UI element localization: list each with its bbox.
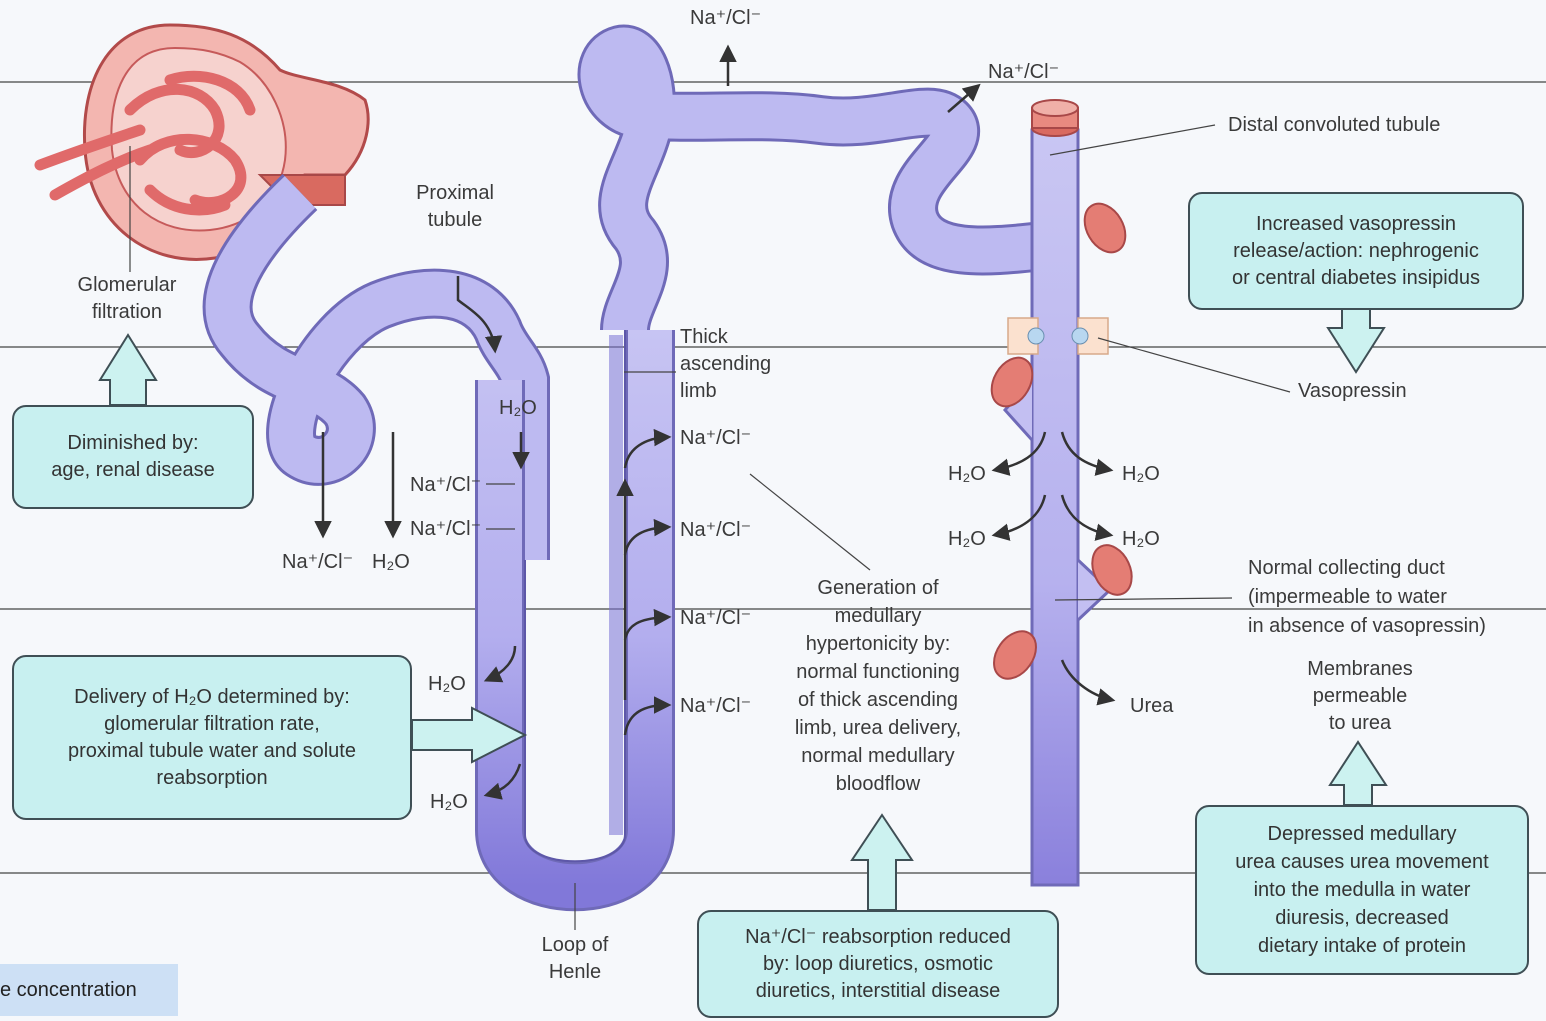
h2o-label: H₂O xyxy=(948,528,986,550)
box-line: or central diabetes insipidus xyxy=(1232,265,1480,292)
proximal-tubule-label: Proximal tubule xyxy=(395,180,515,234)
box-line: urea causes urea movement xyxy=(1235,848,1488,876)
h2o-label: H₂O xyxy=(430,791,468,813)
label-line: limb, urea delivery, xyxy=(768,714,988,742)
box-line: age, renal disease xyxy=(51,457,214,484)
label-line: Membranes xyxy=(1280,656,1440,683)
label-line: medullary xyxy=(768,602,988,630)
box-line: diuresis, decreased xyxy=(1275,904,1448,932)
label-line: of thick ascending xyxy=(768,686,988,714)
generation-label: Generation of medullary hypertonicity by… xyxy=(768,574,988,798)
distal-convoluted-tubule-label: Distal convoluted tubule xyxy=(1228,112,1440,139)
label-line: bloodflow xyxy=(768,770,988,798)
label-line: tubule xyxy=(395,207,515,234)
label-line: in absence of vasopressin) xyxy=(1248,612,1486,641)
loop-of-henle-label: Loop of Henle xyxy=(515,932,635,986)
nacl-label: Na⁺/Cl⁻ xyxy=(680,607,751,629)
glomerulus xyxy=(40,25,368,259)
h2o-label: H₂O xyxy=(372,551,410,573)
h2o-label: H₂O xyxy=(428,673,466,695)
box-line: dietary intake of protein xyxy=(1258,932,1466,960)
label-line: filtration xyxy=(56,299,198,326)
nacl-reduced-box: Na⁺/Cl⁻ reabsorption reduced by: loop di… xyxy=(697,910,1059,1018)
increased-vasopressin-box: Increased vasopressin release/action: ne… xyxy=(1188,192,1524,310)
box-line: into the medulla in water xyxy=(1254,876,1471,904)
depressed-urea-box: Depressed medullary urea causes urea mov… xyxy=(1195,805,1529,975)
label-line: normal medullary xyxy=(768,742,988,770)
label-line: limb xyxy=(680,378,771,405)
label-line: ascending xyxy=(680,351,771,378)
label-line: permeable xyxy=(1280,683,1440,710)
diminished-box: Diminished by: age, renal disease xyxy=(12,405,254,509)
label-line: hypertonicity by: xyxy=(768,630,988,658)
nacl-label: Na⁺/Cl⁻ xyxy=(690,7,761,29)
figure-caption: e concentration xyxy=(0,964,178,1016)
thick-ascending-limb-label: Thick ascending limb xyxy=(680,324,771,405)
nacl-label: Na⁺/Cl⁻ xyxy=(680,519,751,541)
box-line: Depressed medullary xyxy=(1268,820,1457,848)
box-line: Na⁺/Cl⁻ reabsorption reduced xyxy=(745,924,1011,951)
nacl-label: Na⁺/Cl⁻ xyxy=(410,474,481,496)
label-line: Generation of xyxy=(768,574,988,602)
membranes-permeable-label: Membranes permeable to urea xyxy=(1280,656,1440,737)
label-line: Glomerular xyxy=(56,272,198,299)
nacl-label: Na⁺/Cl⁻ xyxy=(410,518,481,540)
normal-collecting-duct-label: Normal collecting duct (impermeable to w… xyxy=(1248,554,1486,641)
h2o-label: H₂O xyxy=(499,397,537,419)
box-line: proximal tubule water and solute xyxy=(68,738,356,765)
box-line: Increased vasopressin xyxy=(1256,211,1456,238)
label-line: Thick xyxy=(680,324,771,351)
box-line: Diminished by: xyxy=(67,430,198,457)
box-line: diuretics, interstitial disease xyxy=(756,978,1001,1005)
box-line: reabsorption xyxy=(156,765,267,792)
h2o-label: H₂O xyxy=(1122,528,1160,550)
nacl-label: Na⁺/Cl⁻ xyxy=(282,551,353,573)
label-line: (impermeable to water xyxy=(1248,583,1486,612)
label-line: Loop of xyxy=(515,932,635,959)
nacl-label: Na⁺/Cl⁻ xyxy=(988,61,1059,83)
nacl-label: Na⁺/Cl⁻ xyxy=(680,695,751,717)
label-line: Proximal xyxy=(395,180,515,207)
label-line: Henle xyxy=(515,959,635,986)
box-line: Delivery of H₂O determined by: xyxy=(74,684,350,711)
h2o-label: H₂O xyxy=(948,463,986,485)
box-line: glomerular filtration rate, xyxy=(104,711,320,738)
urea-label: Urea xyxy=(1130,695,1174,717)
label-line: normal functioning xyxy=(768,658,988,686)
glomerular-filtration-label: Glomerular filtration xyxy=(56,272,198,326)
h2o-label: H₂O xyxy=(1122,463,1160,485)
label-line: Normal collecting duct xyxy=(1248,554,1486,583)
vasopressin-label: Vasopressin xyxy=(1298,378,1407,405)
box-line: release/action: nephrogenic xyxy=(1233,238,1479,265)
nacl-label: Na⁺/Cl⁻ xyxy=(680,427,751,449)
box-line: by: loop diuretics, osmotic xyxy=(763,951,993,978)
delivery-box: Delivery of H₂O determined by: glomerula… xyxy=(12,655,412,820)
label-line: to urea xyxy=(1280,710,1440,737)
